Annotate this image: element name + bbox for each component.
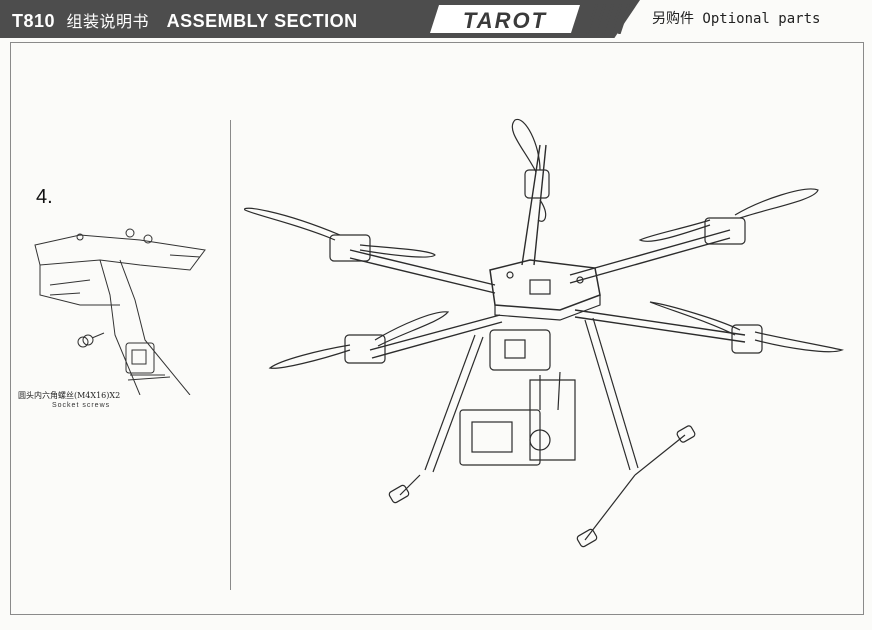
frame-detail-drawing (34, 228, 206, 395)
arms (349, 144, 746, 359)
motors (329, 169, 763, 364)
header-title: T810 组装说明书 ASSEMBLY SECTION (12, 8, 358, 32)
separator-line (230, 120, 231, 590)
brand-logo: TAROT (462, 8, 548, 33)
model-number: T810 (12, 11, 56, 31)
screw-label-cn: 圆头内六角螺丝(M4X16)X2 (18, 391, 121, 400)
page-frame (10, 42, 864, 615)
header-bar: T810 组装说明书 ASSEMBLY SECTION TAROT (0, 0, 640, 38)
title-cn: 组装说明书 (66, 14, 150, 31)
screw-label-en: Socket screws (52, 402, 111, 409)
brand-logo-box: TAROT (430, 5, 580, 33)
step-number: 4. (36, 186, 53, 208)
section-title: ASSEMBLY SECTION (166, 11, 358, 31)
stripes-icon (585, 4, 631, 34)
propellers (244, 118, 844, 369)
hexacopter-drawing (244, 118, 844, 548)
optional-parts-label: 另购件 Optional parts (652, 11, 821, 27)
